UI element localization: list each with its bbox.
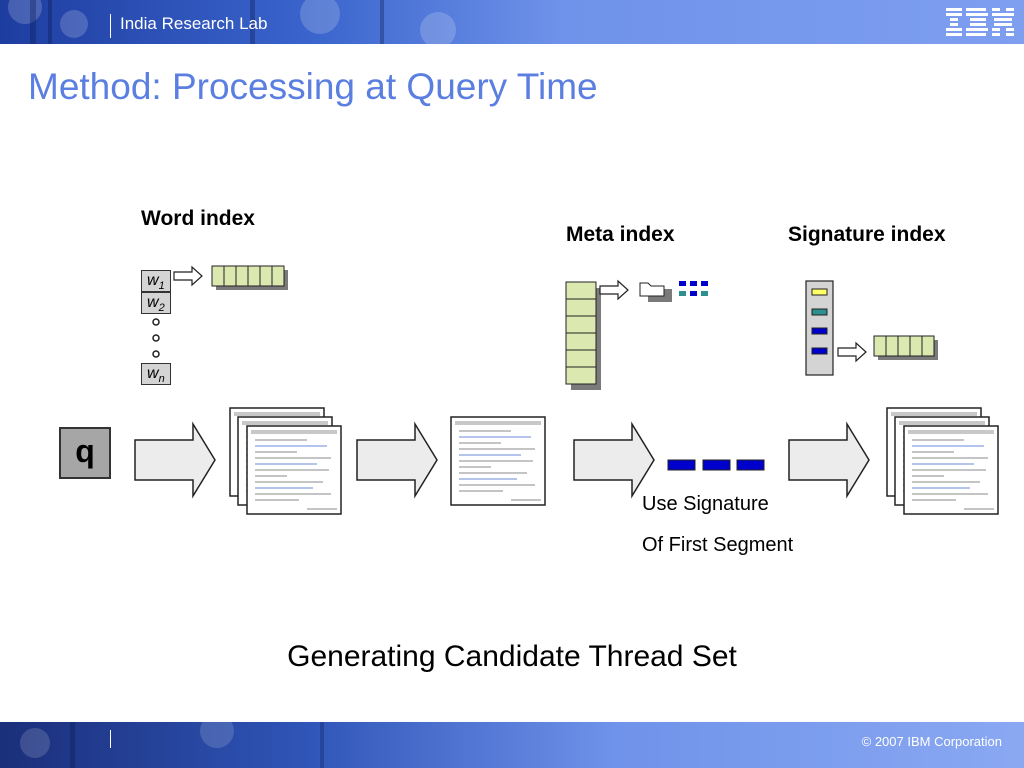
meta-arrow xyxy=(599,280,629,300)
flow-arrow-2 xyxy=(356,423,438,497)
decor-bar xyxy=(320,722,324,768)
word-entry-sub: n xyxy=(158,373,165,386)
decor-bar xyxy=(380,0,384,44)
header-separator xyxy=(110,14,111,38)
flow-arrow-1 xyxy=(134,423,216,497)
decor-bar xyxy=(250,0,255,44)
decor-blob xyxy=(200,722,234,748)
folder-icon xyxy=(639,282,672,302)
signature-note-line1: Use Signature xyxy=(642,493,769,515)
ellipsis-dot xyxy=(152,350,160,358)
header-band xyxy=(0,0,1024,44)
flow-arrow-3 xyxy=(573,423,655,497)
word-entry-wn: wn xyxy=(141,363,171,385)
lab-name: India Research Lab xyxy=(120,14,268,33)
ellipsis-dot xyxy=(152,334,160,342)
word-entry-sub: 1 xyxy=(158,280,165,293)
signature-index-label: Signature index xyxy=(788,223,946,246)
word-posting-list xyxy=(211,265,289,291)
decor-bar xyxy=(70,722,75,768)
signature-index-column xyxy=(805,280,834,376)
footer-band xyxy=(0,722,1024,768)
decor-bar xyxy=(30,0,36,44)
ibm-logo xyxy=(946,8,1014,36)
word-posting-arrow xyxy=(173,266,203,286)
signature-posting-list xyxy=(873,335,939,361)
word-entry-w2: w2 xyxy=(141,292,171,314)
decor-blob xyxy=(20,728,50,758)
ellipsis-dot xyxy=(152,318,160,326)
slide-title: Method: Processing at Query Time xyxy=(28,66,598,107)
document-stack-2 xyxy=(886,407,999,515)
first-segment-signature xyxy=(667,459,765,471)
copyright-text: © 2007 IBM Corporation xyxy=(861,734,1002,749)
decor-blob xyxy=(420,12,456,44)
word-entry-w1: w1 xyxy=(141,270,171,292)
document-stack-1 xyxy=(229,407,342,515)
word-entry-base: w xyxy=(147,272,159,289)
query-box: q xyxy=(59,427,111,479)
meta-index-column xyxy=(565,281,601,390)
signature-note-line2: Of First Segment xyxy=(642,534,794,556)
meta-entry-blocks xyxy=(679,281,708,296)
meta-index-label: Meta index xyxy=(566,223,675,246)
signature-arrow xyxy=(837,342,867,362)
document-single xyxy=(450,416,546,506)
word-entry-sub: 2 xyxy=(158,302,165,315)
decor-blob xyxy=(60,10,88,38)
word-entry-base: w xyxy=(147,294,159,311)
word-entry-base: w xyxy=(147,365,159,382)
flow-arrow-4 xyxy=(788,423,870,497)
footer-separator xyxy=(110,730,111,748)
decor-bar xyxy=(48,0,52,44)
word-index-label: Word index xyxy=(141,207,255,230)
decor-blob xyxy=(300,0,340,34)
diagram-caption: Generating Candidate Thread Set xyxy=(287,640,737,673)
